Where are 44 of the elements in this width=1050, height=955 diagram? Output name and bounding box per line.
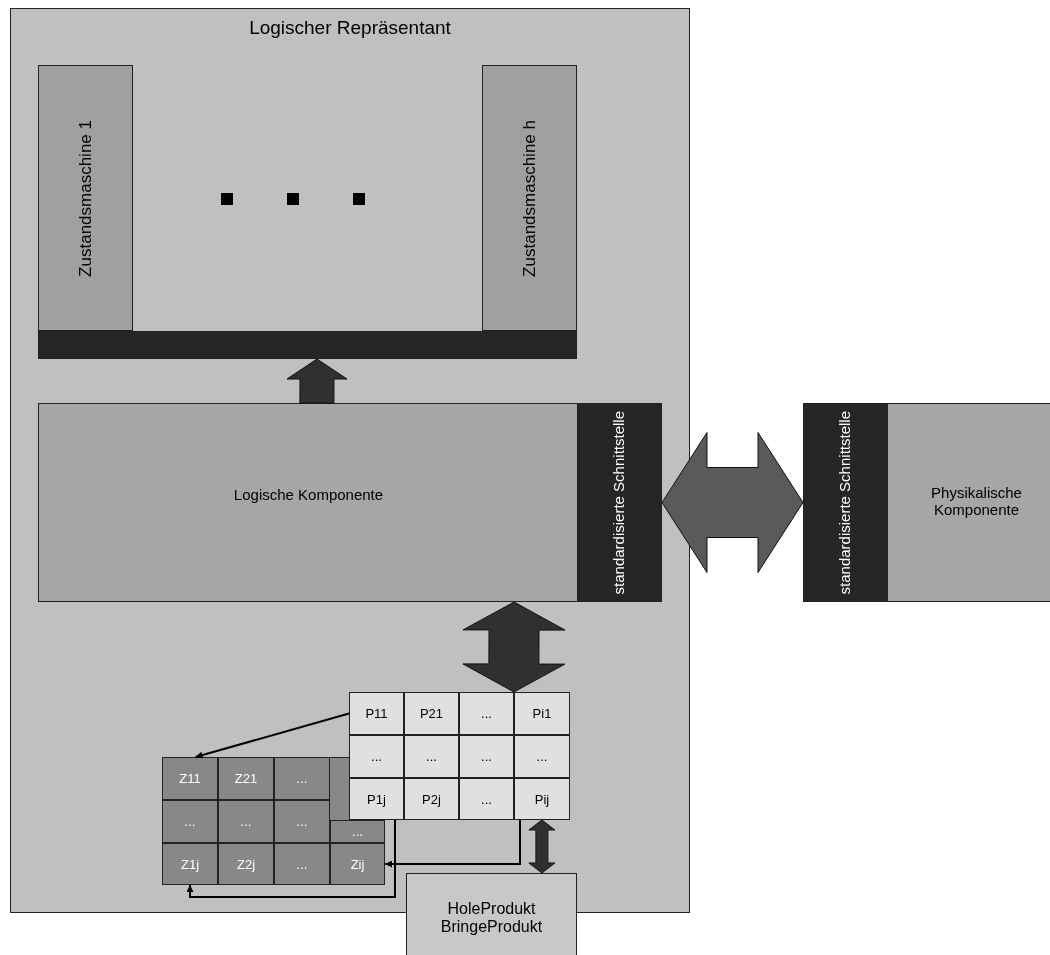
operation-box: HoleProdukt BringeProdukt <box>406 873 577 955</box>
table-cell: ... <box>274 757 330 800</box>
table-cell: P2j <box>404 778 459 820</box>
table-cell: ... <box>218 800 274 843</box>
state-machine-box: Zustandsmaschine h <box>482 65 577 331</box>
table-cell: Pij <box>514 778 570 820</box>
arrow <box>194 712 350 759</box>
state-machine-box: Zustandsmaschine 1 <box>38 65 133 331</box>
arrow <box>186 819 396 898</box>
box-label: Logische Komponente <box>232 486 385 503</box>
arrow <box>384 819 521 868</box>
table-cell: ... <box>274 843 330 885</box>
box-label: Physikalische Komponente <box>930 484 1023 518</box>
group-panel <box>10 8 690 913</box>
block-arrow <box>286 358 348 404</box>
table-cell: ... <box>514 735 570 778</box>
table-cell: ... <box>349 735 404 778</box>
component-box <box>38 403 662 602</box>
table-cell: ... <box>162 800 218 843</box>
table-cell: ... <box>274 800 330 843</box>
double-block-arrow <box>661 432 804 573</box>
table-cell: Z2j <box>218 843 274 885</box>
table-cell: ... <box>459 692 514 735</box>
table-grid <box>349 692 570 820</box>
box-label: Logischer Repräsentant <box>248 17 452 39</box>
double-block-arrow <box>462 601 566 693</box>
table-cell: Zij <box>330 843 385 885</box>
table-cell: ... <box>459 735 514 778</box>
table-grid <box>162 757 385 885</box>
table-cell: Z11 <box>162 757 218 800</box>
table-cell: Pi1 <box>514 692 570 735</box>
table-cell: ... <box>404 735 459 778</box>
table-cell: P21 <box>404 692 459 735</box>
table-cell: ... <box>459 778 514 820</box>
table-cell: ... <box>330 820 385 843</box>
interface-box: standardisierte Schnittstelle <box>803 403 888 602</box>
interface-box: standardisierte Schnittstelle <box>577 403 662 602</box>
table-cell: Z1j <box>162 843 218 885</box>
double-block-arrow <box>528 819 556 874</box>
bus-bar <box>38 331 577 359</box>
component-box <box>803 403 1050 602</box>
table-cell: Z21 <box>218 757 274 800</box>
table-cell: P11 <box>349 692 404 735</box>
table-cell: P1j <box>349 778 404 820</box>
